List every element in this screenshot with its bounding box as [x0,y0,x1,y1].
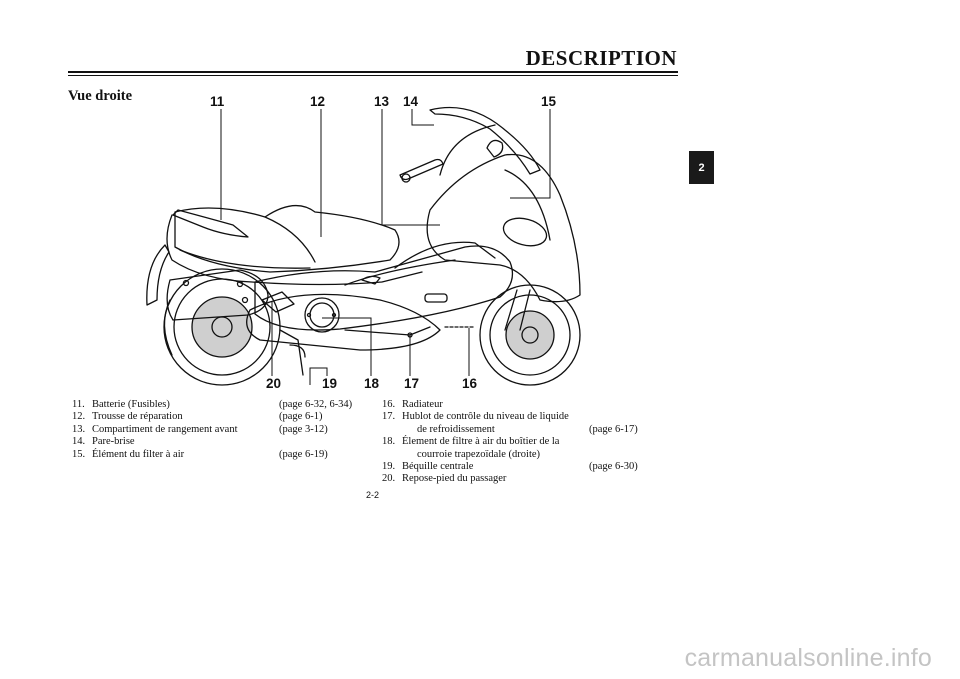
windscreen [429,106,541,175]
leader-19 [309,367,328,385]
callout-19: 19 [322,376,338,391]
header-rule-thin [68,75,678,76]
section-title: Vue droite [68,88,133,104]
legend-page-ref: (page 3-12) [279,423,328,435]
legend-item: 19. Béquille centrale (page 6-30) [382,461,672,473]
legend-text: Élément du filter à air [92,448,185,460]
legend-num: 13. [72,423,86,435]
legend-text-continuation: de refroidissement [417,423,495,435]
legend-text-continuation: courroie trapezoïdale (droite) [417,448,541,460]
callout-14: 14 [403,94,419,109]
legend-item: 14. Pare-brise [72,436,372,448]
legend-text: Batterie (Fusibles) [92,399,170,410]
callout-16: 16 [462,376,478,391]
legend-text: Repose-pied du passager [402,473,507,485]
callout-20: 20 [266,376,282,391]
legend-text: Hublot de contrôle du niveau de liquide [402,411,569,423]
legend-right: 16. Radiateur 17. Hublot de contrôle du … [382,399,672,486]
legend-num: 17. [382,411,396,423]
belt-case [246,293,441,351]
legend-item: 15. Élément du filter à air (page 6-19) [72,449,372,461]
chapter-tab-label: 2 [698,161,705,174]
legend-page-ref: (page 6-17) [589,423,638,435]
legend-page-ref: (page 6-30) [589,460,638,472]
legend-num: 20. [382,473,396,485]
legend-text: Béquille centrale [402,460,474,472]
front-cowl [426,153,581,303]
page-header-title: DESCRIPTION [525,46,677,70]
legend-item-continuation: de refroidissement (page 6-17) [382,424,672,436]
legend-text: Élement de filtre à air du boîtier de la [402,436,560,448]
center-stand [279,329,304,376]
seat [174,205,400,273]
legend-item: 18. Élement de filtre à air du boîtier d… [382,436,672,448]
legend-num: 18. [382,436,396,448]
legend-item: 12. Trousse de réparation (page 6-1) [72,411,372,423]
callout-12: 12 [310,94,326,109]
legend-num: 11. [72,399,85,410]
callout-18: 18 [364,376,380,391]
legend-text: Trousse de réparation [92,411,183,423]
watermark: carmanualsonline.info [684,644,932,672]
legend-item: 20. Repose-pied du passager [382,473,672,485]
legend-page-ref: (page 6-1) [279,411,323,423]
grab-rail [172,209,249,238]
callout-15: 15 [541,94,557,109]
rear-mudguard [146,244,170,306]
legend-item: 11. Batterie (Fusibles) (page 6-32, 6-34… [72,399,372,411]
legend-item: 16. Radiateur [382,399,672,411]
legend-num: 16. [382,399,396,410]
callout-13: 13 [374,94,390,109]
front-wheel [479,284,581,386]
rear-body [166,214,423,286]
legend-item-continuation: courroie trapezoïdale (droite) [382,449,672,461]
body-side-panel [254,245,514,331]
callout-11: 11 [210,94,225,109]
legend-num: 14. [72,436,86,448]
legend-text: Pare-brise [92,436,135,448]
muffler [166,269,269,321]
legend-text: Radiateur [402,399,443,410]
leader-13 [381,109,440,226]
leader-15 [510,109,551,199]
legend-item: 17. Hublot de contrôle du niveau de liqu… [382,411,672,423]
legend-left: 11. Batterie (Fusibles) (page 6-32, 6-34… [72,399,372,461]
legend-text: Compartiment de rangement avant [92,423,238,435]
leader-18 [322,317,372,376]
page-number: 2-2 [366,490,380,500]
legend-item: 13. Compartiment de rangement avant (pag… [72,424,372,436]
leader-14 [411,109,434,126]
mirror [486,139,504,158]
header-rule-thick [68,71,678,73]
callout-17: 17 [404,376,420,391]
legend-page-ref: (page 6-32, 6-34) [279,399,353,410]
chapter-tab: 2 [689,151,714,184]
legend-page-ref: (page 6-19) [279,448,328,460]
legend-num: 15. [72,448,86,460]
handlebar [399,158,444,181]
legend-num: 19. [382,460,396,472]
legend-num: 12. [72,411,86,423]
rear-wheel [163,268,281,386]
